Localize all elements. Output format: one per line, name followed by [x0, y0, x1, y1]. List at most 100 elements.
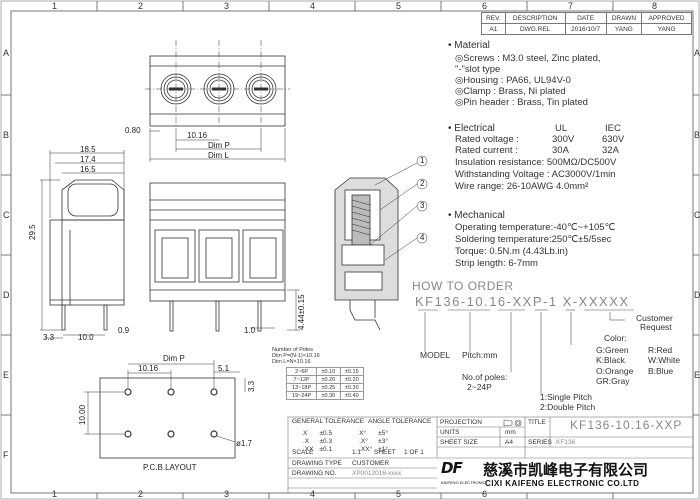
poles-row-2-range: 7~12P: [285, 375, 318, 384]
tol-dxx-val: ±0.1: [319, 446, 333, 453]
color-black: K:Black: [596, 355, 625, 365]
order-poles-1: No.of poles:: [462, 372, 508, 382]
dim-09: 0.9: [118, 326, 130, 335]
dim-p-top: Dim P: [208, 141, 230, 150]
poles-row-1-l: ±0.15: [339, 367, 365, 376]
zone-col-5: 5: [396, 1, 402, 11]
order-pin-2: 2:Double Pitch: [540, 402, 596, 412]
insulation-resistance: Insulation resistance: 500MΩ/DC500V: [455, 157, 617, 168]
color-orange: O:Orange: [596, 366, 634, 376]
date-value: 2016/10/7: [564, 23, 607, 35]
rev-value: A1: [481, 23, 506, 35]
dim-295: 29.5: [28, 224, 37, 240]
scale-value: 1:1: [352, 449, 362, 456]
zone-row-a: A: [3, 48, 10, 58]
operating-temperature: Operating temperature:-40℃~+105℃: [455, 222, 616, 233]
order-color-title: Color:: [604, 333, 627, 343]
pcb-dim-33: 3.3: [247, 380, 256, 392]
projection-label: PROJECTION: [440, 419, 482, 426]
units-label: UNITS: [440, 429, 460, 436]
drawing-type-label: DRAWING TYPE: [292, 460, 342, 467]
tol-x-val: ±0.5: [319, 430, 333, 437]
zone-col-7: 7: [568, 1, 574, 11]
dim-10: 1.0: [244, 326, 256, 335]
poles-formula-1: Dim P=(N-1)×10.16: [272, 353, 320, 359]
drawing-type-value: CUSTOMER: [352, 460, 390, 467]
material-line-4: ◎Clamp : Brass, Ni plated: [455, 86, 566, 97]
tol-dx-val: ±0.3: [319, 438, 333, 445]
zone-row-a-right: A: [694, 48, 700, 58]
order-model: MODEL: [420, 350, 451, 360]
dim-185: 18.5: [80, 145, 96, 154]
tol-ang-dx: .X°: [359, 438, 368, 445]
color-red: R:Red: [648, 345, 673, 355]
poles-row-1-range: 2~6P: [285, 367, 318, 376]
zone-row-b-right: B: [694, 130, 700, 140]
zone-row-f: F: [3, 450, 9, 460]
pcb-layout: [84, 360, 246, 459]
zone-row-e-right: E: [694, 370, 700, 380]
drawn-value: YANG: [605, 23, 643, 35]
sheet-label: SHEET: [374, 449, 396, 456]
pcb-dim-51: 5.1: [218, 364, 230, 373]
title-value: KF136-10.16-XXP: [570, 418, 683, 432]
sheet-size-label: SHEET SIZE: [440, 439, 478, 446]
zone-col-2-bottom: 2: [138, 489, 144, 499]
pcb-dim-p: Dim P: [163, 354, 185, 363]
section-view: [334, 177, 399, 331]
logo-subtext: KAIFENG ELECTRONIC: [441, 480, 486, 485]
mechanical-title: • Mechanical: [448, 210, 505, 221]
zone-col-1: 1: [52, 1, 58, 11]
zone-col-6: 6: [482, 1, 488, 11]
how-to-order-title: HOW TO ORDER: [412, 279, 514, 293]
zone-row-d: D: [3, 290, 10, 300]
tol-ang-dx-val: ±3°: [378, 438, 388, 445]
tol-ang-dxx: .XX°: [359, 446, 373, 453]
rated-voltage-iec: 630V: [602, 134, 625, 145]
angle-tolerance-label: ANGLE TOLERANCE: [368, 418, 432, 425]
top-view: [145, 40, 290, 162]
zone-row-e: E: [3, 370, 10, 380]
electrical-ul-header: UL: [555, 123, 568, 134]
poles-title: Number of Poles: [272, 347, 313, 353]
company-name-en: CIXI KAIFENG ELECTRONIC CO.LTD: [485, 479, 640, 488]
zone-col-4-bottom: 4: [310, 489, 316, 499]
callout-2: 2: [420, 179, 425, 188]
zone-row-c-right: C: [694, 210, 700, 220]
callout-3: 3: [420, 201, 425, 210]
drawing-no-value: XP0012016-xxxx: [352, 470, 402, 477]
poles-row-4-l: ±0.40: [339, 391, 365, 400]
color-gray: GR:Gray: [596, 376, 630, 386]
zone-col-8: 8: [652, 1, 658, 11]
units-value: mm: [505, 429, 516, 436]
pcb-dim-1000: 10.00: [78, 404, 87, 425]
order-part-number: KF136-10.16-XXP-1 X-XXXXX: [415, 294, 630, 309]
material-line-3: ◎Housing : PA66, UL94V-0: [455, 75, 571, 86]
dim-165: 16.5: [80, 165, 96, 174]
rated-voltage-label: Rated voltage :: [455, 134, 519, 145]
tol-x: X: [303, 430, 308, 437]
poles-row-2-p: ±0.20: [316, 375, 341, 384]
poles-notes: Number of Poles Dim P=(N-1)×10.16 Dim L=…: [272, 347, 320, 365]
dim-174: 17.4: [80, 155, 96, 164]
pcb-dim-1016: 10.16: [138, 364, 159, 373]
zone-row-b: B: [3, 130, 10, 140]
pcb-hole-dia: ø1.7: [236, 439, 253, 448]
poles-row-2-l: ±0.20: [339, 375, 365, 384]
torque: Torque: 0.5N.m (4.43Lb.in): [455, 246, 569, 257]
company-logo: DF: [441, 459, 481, 481]
electrical-title: • Electrical: [448, 123, 495, 134]
general-tolerance-label: GENERAL TOLERANCE: [292, 418, 365, 425]
rated-current-ul: 30A: [552, 145, 569, 156]
dim-444: 4.44±0.15: [297, 294, 306, 330]
sheet-size-value: A4: [505, 439, 513, 446]
material-title: • Material: [448, 40, 490, 51]
poles-table: 2~6P ±0.10 ±0.15 7~12P ±0.20 ±0.20 13~18…: [285, 367, 365, 400]
approved-value: YANG: [641, 23, 692, 35]
strip-length: Strip length: 6-7mm: [455, 258, 538, 269]
rated-current-label: Rated current :: [455, 145, 518, 156]
drawing-no-label: DRAWING NO.: [292, 470, 337, 477]
tol-ang-x-val: ±5°: [378, 430, 388, 437]
